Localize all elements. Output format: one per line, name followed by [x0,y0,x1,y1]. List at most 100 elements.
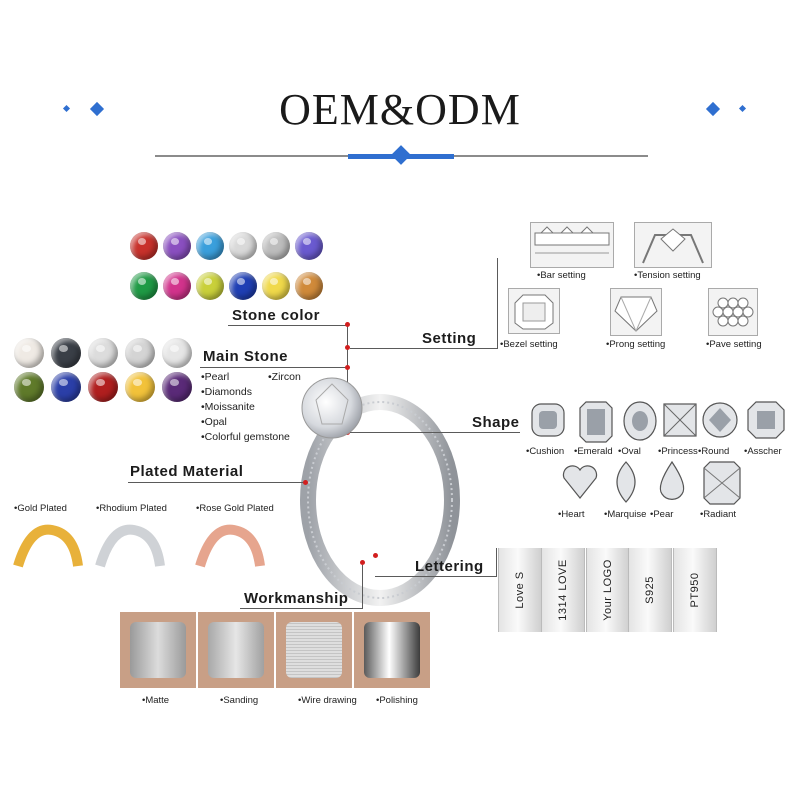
callout-dot-lettering [373,553,378,558]
shape-emerald-label: •Emerald [574,446,613,457]
workmanship-band [364,622,420,678]
stone-color-swatch [130,232,158,260]
shape-princess-image [660,400,700,444]
workmanship-band [208,622,264,678]
main-stone-swatch [162,338,192,368]
stone-color-swatch [130,272,158,300]
lettering-text: PT950 [689,572,701,608]
callout-lettering [375,576,497,577]
lettering-text: Your LOGO [602,559,614,621]
stone-color-swatch [229,232,257,260]
main-stone-swatch [51,372,81,402]
stone-color-swatch [295,272,323,300]
option-colorful-gemstone: •Colorful gemstone [201,431,290,443]
workmanship-image [276,612,352,688]
option-diamonds: •Diamonds [201,386,252,398]
label-stone-color: Stone color [232,307,321,324]
shape-radiant-image [702,460,742,506]
option-opal: •Opal [201,416,227,428]
lettering-sample: Love S [498,548,542,632]
main-stone-swatch [162,372,192,402]
callout-dot-setting [345,345,350,350]
shape-cushion-label: •Cushion [526,446,565,457]
stone-color-swatch [163,232,191,260]
label-workmanship: Workmanship [244,590,349,607]
callout-dot-workmanship [360,560,365,565]
main-stone-options-col1: •Pearl •Diamonds •Moissanite •Opal •Colo… [201,370,290,445]
label-main-stone: Main Stone [203,348,289,365]
option-pearl: •Pearl [201,371,230,383]
page-title: OEM&ODM [279,85,521,134]
setting-bezel-image [508,288,560,334]
stone-color-swatch [262,232,290,260]
callout-shape [350,432,520,433]
callout-plated-material [128,482,306,483]
workmanship-image [120,612,196,688]
lettering-sample: 1314 LOVE [541,548,585,632]
callout-lettering-vertical [496,548,497,577]
shape-princess-label: •Princess [658,446,698,457]
main-stone-swatch [125,338,155,368]
shape-heart-image [560,460,600,506]
label-shape: Shape [472,414,520,431]
main-stone-swatch [51,338,81,368]
main-stone-swatch [125,372,155,402]
shape-round-label: •Round [698,446,730,457]
shape-round-image [700,400,740,444]
lettering-text: Love S [514,571,526,609]
callout-vertical-stone [347,323,348,433]
setting-pave-image [708,288,758,336]
main-stone-swatch [14,338,44,368]
lettering-text: 1314 LOVE [557,559,569,621]
stone-color-swatch [196,272,224,300]
lettering-sample: S925 [628,548,672,632]
option-moissanite: •Moissanite [201,401,255,413]
callout-setting [350,348,498,349]
main-stone-options-col2: •Zircon [268,370,301,385]
main-stone-swatch [14,372,44,402]
stone-color-swatch [262,272,290,300]
shape-emerald-image [576,400,616,444]
plating-label: •Rhodium Plated [96,503,167,514]
callout-workmanship [240,608,362,609]
label-lettering: Lettering [415,558,484,575]
plating-image [194,520,266,572]
shape-cushion-image [528,400,568,444]
stone-color-swatch [229,272,257,300]
plating-label: •Rose Gold Plated [196,503,274,514]
setting-prong-image [610,288,662,336]
shape-oval-image [620,400,660,444]
workmanship-image [354,612,430,688]
callout-stone-color [228,325,348,326]
setting-tension-image [634,222,712,268]
callout-dot-stone-color [345,322,350,327]
setting-pave-label: •Pave setting [706,339,762,350]
shape-radiant-label: •Radiant [700,509,737,520]
workmanship-label: •Wire drawing [298,695,357,706]
setting-bar-label: •Bar setting [537,270,586,281]
plating-image [94,520,166,572]
callout-dot-main-stone [345,365,350,370]
main-stone-swatch [88,338,118,368]
callout-setting-vertical [497,258,498,349]
workmanship-band [286,622,342,678]
title-underline-diamond [391,145,411,165]
lettering-sample: Your LOGO [586,548,630,632]
option-zircon: •Zircon [268,371,301,383]
stone-color-swatch [163,272,191,300]
lettering-sample: PT950 [673,548,717,632]
shape-pear-image [652,460,692,506]
plating-image [12,520,84,572]
callout-dot-plated [303,480,308,485]
shape-asscher-image [746,400,786,444]
stone-color-swatch [196,232,224,260]
workmanship-label: •Matte [142,695,170,706]
workmanship-label: •Polishing [376,695,418,706]
shape-marquise-label: •Marquise [604,509,647,520]
main-stone-swatch [88,372,118,402]
setting-bezel-label: •Bezel setting [500,339,558,350]
workmanship-image [198,612,274,688]
shape-heart-label: •Heart [558,509,585,520]
ring-image [300,377,460,606]
label-setting: Setting [422,330,477,347]
